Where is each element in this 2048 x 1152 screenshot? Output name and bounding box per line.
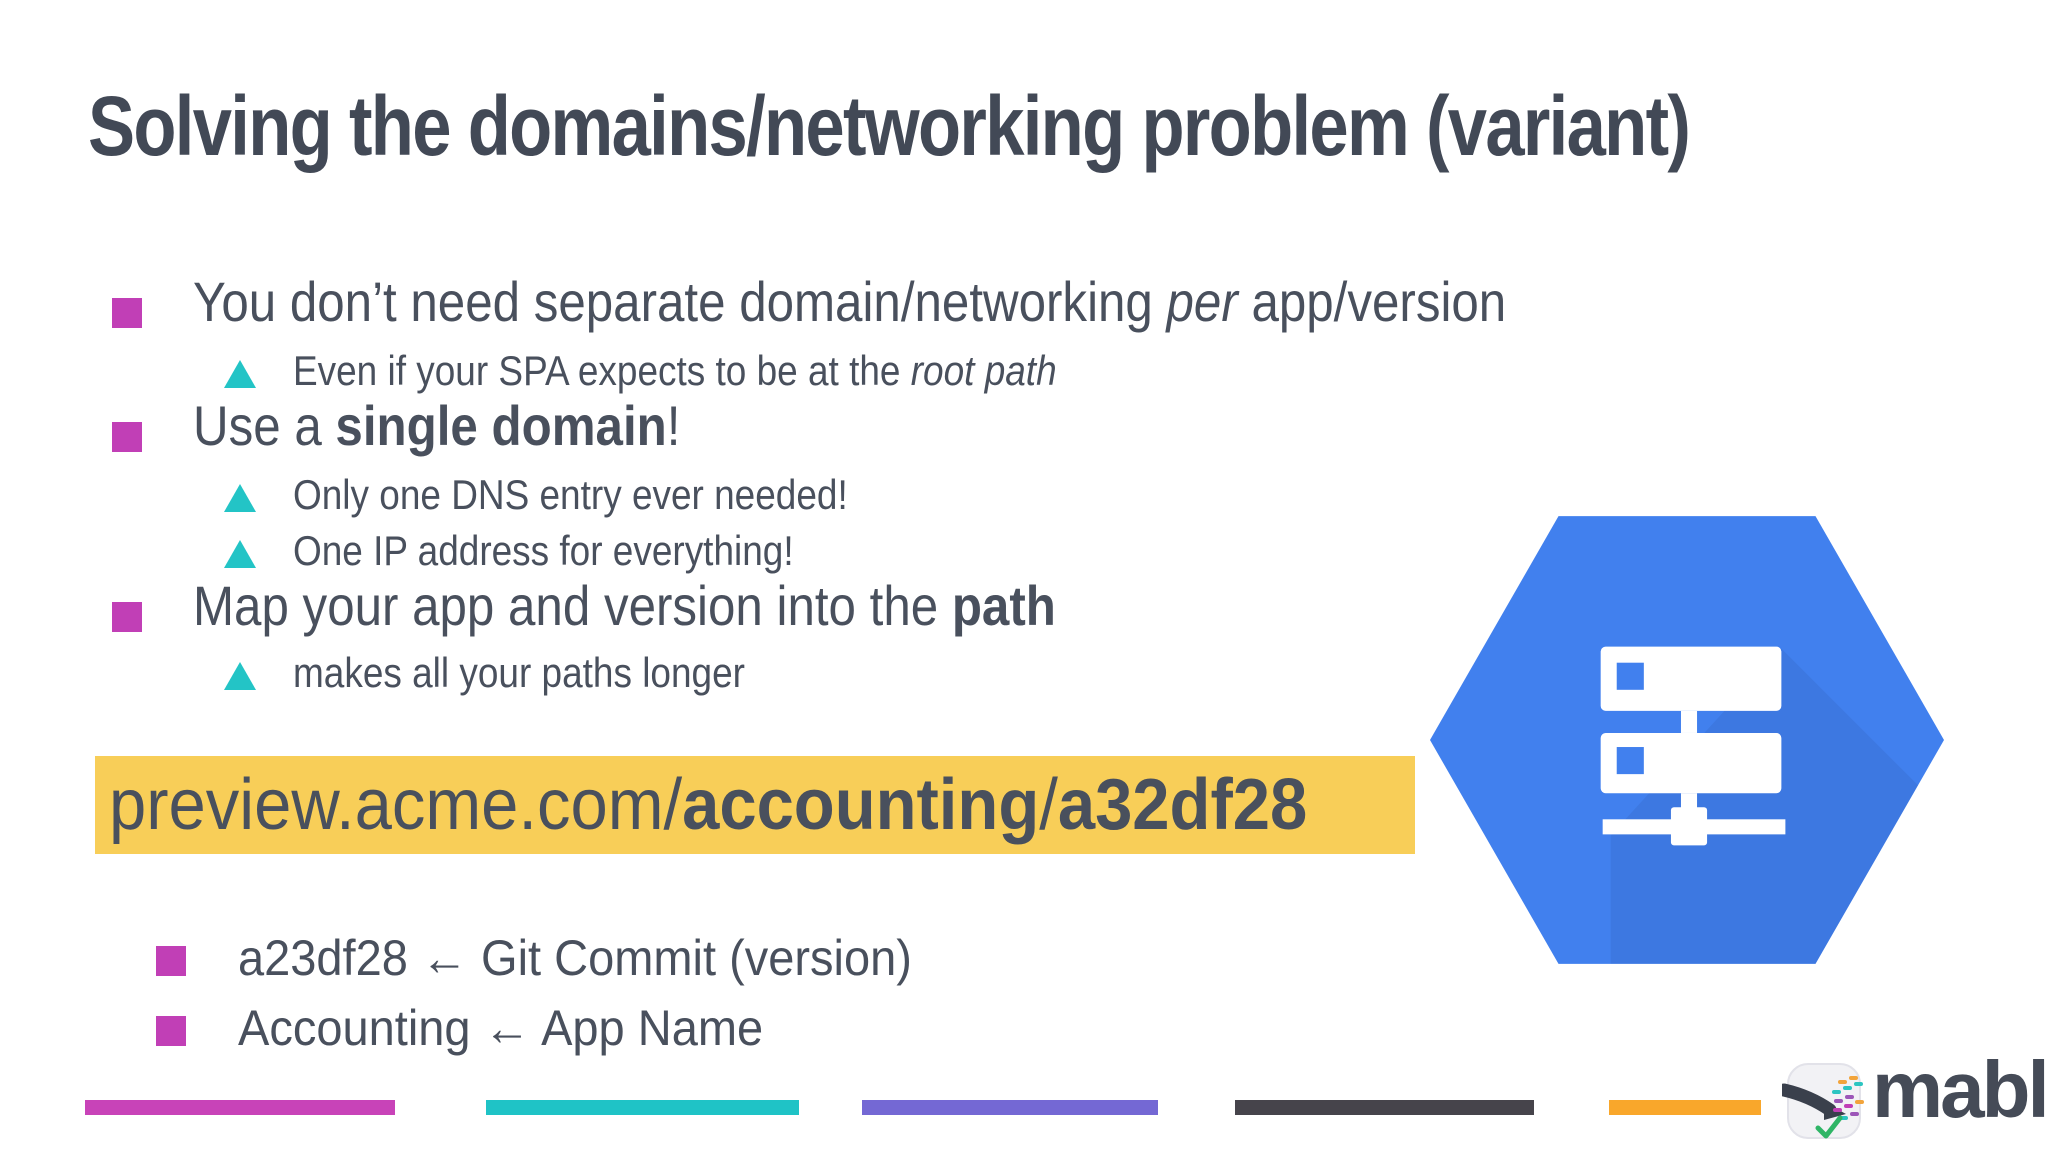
page-title: Solving the domains/networking problem (… [88,79,1691,173]
bullet-text-pre: One IP address for everything! [293,527,794,574]
sub-bullet-item: Only one DNS entry ever needed! [88,468,923,522]
bullet-square-icon [156,1016,186,1046]
bullet-text: One IP address for everything! [293,524,794,578]
footer-accent-bar [1235,1100,1534,1115]
url-highlight: preview.acme.com/accounting/a32df28 [95,756,1415,854]
footer-accent-bar [85,1100,395,1115]
bullet-text-pre: Use a [193,394,336,457]
mabl-cube-icon [1782,1063,1864,1139]
footer-accent-bar [1609,1100,1761,1115]
bullet-text-post: app/version [1237,270,1507,333]
triangle-bullet-icon [224,540,256,568]
bullet-text-pre: Even if your SPA expects to be at the [293,347,911,394]
bullet-text-em: per [1166,270,1238,333]
server-hexagon-icon [1430,516,1944,964]
bullet-text: You don’t need separate domain/networkin… [193,268,1506,336]
footnote-text: a23df28 ← Git Commit (version) [238,930,912,986]
bullet-text: Map your app and version into the path [193,572,1056,640]
bullet-text-pre: makes all your paths longer [293,649,745,696]
url-host: preview.acme.com/ [109,765,683,845]
triangle-bullet-icon [224,662,256,690]
bullet-text: Only one DNS entry ever needed! [293,468,848,522]
bullet-text: Even if your SPA expects to be at the ro… [293,344,1057,398]
bullet-text: Use a single domain! [193,392,680,460]
footer-accent-bar [862,1100,1158,1115]
bullet-text: makes all your paths longer [293,646,745,700]
footnote-item: Accounting ← App Name [88,996,797,1060]
server-rack-glyph [1600,646,1786,846]
bullet-text-pre: Only one DNS entry ever needed! [293,471,848,518]
bullet-square-icon [112,422,142,452]
triangle-bullet-icon [224,484,256,512]
url-slash: / [1039,765,1058,845]
bullet-text-pre: Map your app and version into the [193,574,952,637]
url-text: preview.acme.com/accounting/a32df28 [109,756,1307,854]
bullet-text-em: single domain [335,394,667,457]
sub-bullet-item: One IP address for everything! [88,524,862,578]
bullet-text-pre: You don’t need separate domain/networkin… [193,270,1167,333]
url-app-segment: accounting [682,765,1040,845]
bullet-item: Use a single domain! [88,392,747,460]
footnote-text: Accounting ← App Name [238,1000,764,1056]
footer-accent-bar [486,1100,799,1115]
bullet-item: You don’t need separate domain/networkin… [88,268,1685,336]
footnote-item: a23df28 ← Git Commit (version) [88,926,955,990]
bullet-square-icon [112,602,142,632]
triangle-bullet-icon [224,360,256,388]
bullet-square-icon [112,298,142,328]
bullet-text-post: ! [666,394,681,457]
bullet-item: Map your app and version into the path [88,572,1174,640]
bullet-text-em: path [951,574,1056,637]
sub-bullet-item: makes all your paths longer [88,646,807,700]
sub-bullet-item: Even if your SPA expects to be at the ro… [88,344,1161,398]
mabl-wordmark: mabl [1872,1045,2048,1134]
bullet-square-icon [156,946,186,976]
url-version-segment: a32df28 [1057,765,1308,845]
bullet-text-em: root path [910,347,1057,394]
